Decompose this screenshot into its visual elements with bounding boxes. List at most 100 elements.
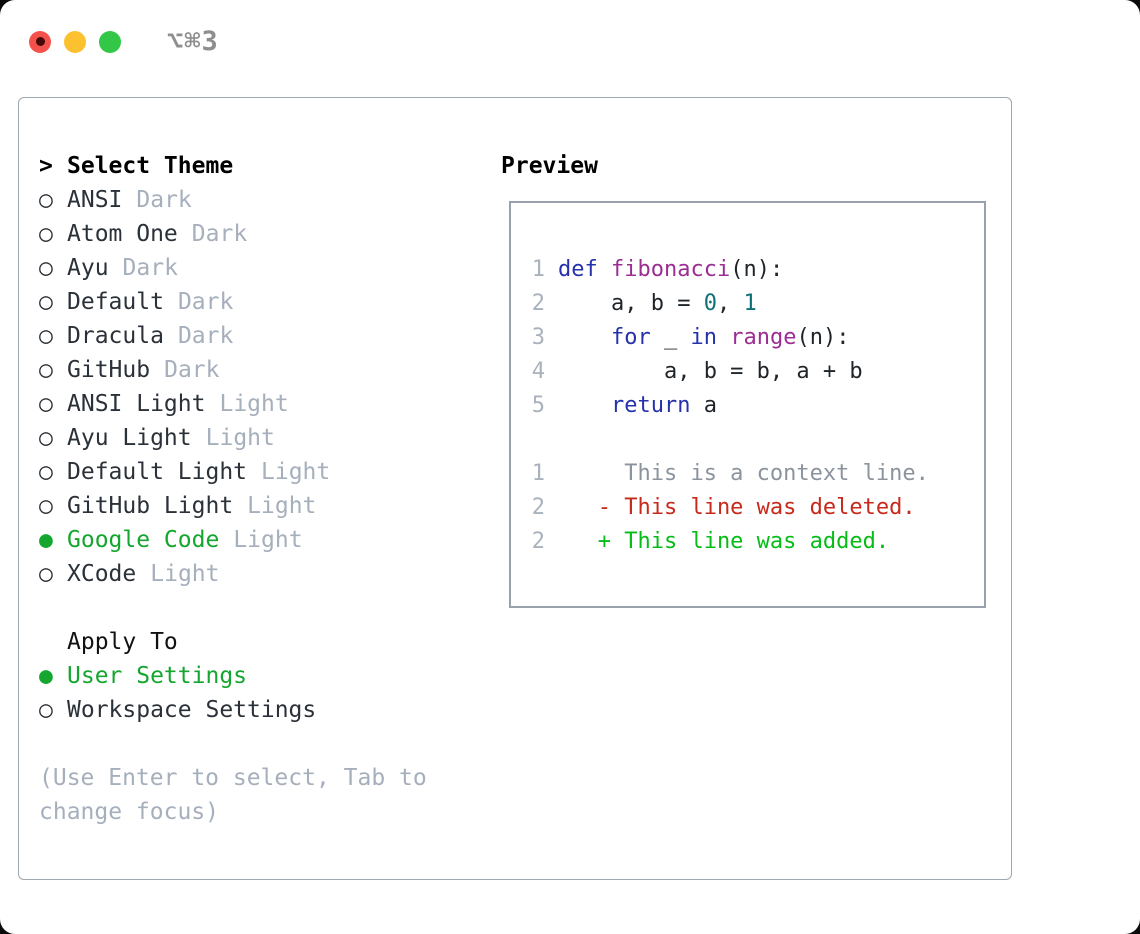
radio-unselected-icon: ○ (39, 255, 53, 281)
radio-unselected-icon: ○ (39, 391, 53, 417)
theme-variant-badge: Dark (164, 357, 220, 383)
code-line: 1 This is a context line. (531, 456, 984, 490)
code-line-content: + This line was added. (558, 529, 889, 554)
theme-variant-badge: Dark (122, 255, 178, 281)
panel-title: Select Theme (67, 153, 234, 179)
code-token-pl: a, b = (558, 290, 704, 316)
theme-variant-badge: Light (233, 527, 303, 553)
apply-option-user-settings[interactable]: ●User Settings (39, 659, 427, 693)
theme-variant-badge: Light (150, 561, 220, 587)
theme-option-google-code[interactable]: ● Google Code Light (39, 523, 427, 557)
theme-variant-badge: Dark (191, 221, 248, 247)
code-line: 4 a, b = b, a + b (531, 354, 984, 388)
radio-unselected-icon: ○ (39, 357, 53, 383)
line-number: 1 (531, 460, 545, 486)
radio-unselected-icon: ○ (39, 323, 53, 349)
theme-variant-badge: Light (247, 493, 317, 519)
code-token-add: + This line was added. (558, 528, 890, 554)
theme-variant-badge: Light (261, 459, 331, 485)
window-shortcut-label: ⌥⌘3 (167, 26, 219, 57)
code-line (531, 422, 984, 456)
code-line-content: a, b = 0, 1 (558, 291, 757, 316)
code-line: 2 + This line was added. (531, 524, 984, 558)
apply-option-label: User Settings (67, 663, 248, 689)
code-line-content: - This line was deleted. (558, 495, 916, 520)
code-token-fn: fibonacci (611, 256, 731, 282)
code-token-pl: a, b = b, a + b (558, 358, 863, 384)
theme-name: GitHub Light (67, 493, 234, 519)
radio-selected-icon: ● (39, 527, 53, 553)
theme-name: Google Code (67, 527, 220, 553)
code-token-kw: in (690, 324, 717, 350)
code-token-lit: 0 (703, 290, 717, 316)
help-line-2: change focus) (39, 799, 220, 825)
code-token-kw: def (558, 256, 598, 282)
code-line: 3 for _ in range(n): (531, 320, 984, 354)
code-line: 1 def fibonacci(n): (531, 252, 984, 286)
theme-option-xcode[interactable]: ○ XCode Light (39, 557, 427, 591)
theme-name: XCode (67, 561, 137, 587)
code-token-pl (558, 393, 611, 418)
help-text: (Use Enter to select, Tab to change focu… (39, 761, 427, 829)
theme-option-ansi-light[interactable]: ○ ANSI Light Light (39, 387, 427, 421)
code-line: 2 a, b = 0, 1 (531, 286, 984, 320)
titlebar: ⌥⌘3 (29, 26, 219, 57)
theme-name: Default (67, 289, 164, 315)
minimize-button[interactable] (64, 30, 86, 53)
apply-option-workspace-settings[interactable]: ○Workspace Settings (39, 693, 427, 727)
panel-title-row: > Select Theme (39, 149, 427, 183)
apply-to-title-row: Apply To (39, 625, 427, 659)
code-token-pl (598, 257, 611, 282)
code-token-kw: return (610, 392, 691, 418)
code-token-fn: range (730, 324, 797, 350)
help-line-1: (Use Enter to select, Tab to (39, 765, 427, 791)
theme-option-github[interactable]: ○ GitHub Dark (39, 353, 427, 387)
theme-variant-badge: Dark (177, 323, 234, 349)
apply-to-list: ●User Settings○Workspace Settings (39, 659, 427, 727)
theme-option-dracula[interactable]: ○ Dracula Dark (39, 319, 427, 353)
line-number: 2 (531, 290, 545, 316)
theme-name: GitHub (67, 357, 151, 383)
code-token-pl: a (690, 392, 717, 418)
code-line-content: for _ in range(n): (558, 325, 849, 350)
code-token-lit: 1 (743, 290, 757, 316)
theme-name: ANSI Light (67, 391, 206, 417)
theme-name: Ayu (67, 255, 109, 281)
code-token-pl (558, 325, 611, 350)
preview-title: Preview (501, 153, 598, 179)
theme-option-github-light[interactable]: ○ GitHub Light Light (39, 489, 427, 523)
selection-caret-icon: > (39, 153, 53, 179)
theme-variant-badge: Light (219, 391, 289, 417)
theme-variant-badge: Light (205, 425, 275, 451)
line-number: 3 (531, 324, 545, 350)
code-token-del: - This line was deleted. (558, 494, 916, 520)
theme-name: Dracula (67, 323, 164, 349)
code-line: 2 - This line was deleted. (531, 490, 984, 524)
code-line: 5 return a (531, 388, 984, 422)
radio-unselected-icon: ○ (39, 425, 53, 451)
line-number: 5 (531, 392, 545, 418)
theme-option-ayu[interactable]: ○ Ayu Dark (39, 251, 427, 285)
theme-variant-badge: Dark (177, 289, 234, 315)
code-token-pl: (n): (730, 256, 784, 282)
code-token-ctx: This is a context line. (558, 460, 929, 486)
code-token-pl: , (716, 290, 744, 316)
line-number: 2 (531, 528, 545, 554)
radio-unselected-icon: ○ (39, 493, 53, 519)
radio-unselected-icon: ○ (39, 561, 53, 587)
line-number: 4 (531, 358, 545, 384)
maximize-button[interactable] (99, 30, 121, 53)
line-number: 1 (531, 256, 545, 282)
close-button[interactable] (29, 30, 51, 53)
apply-option-label: Workspace Settings (67, 697, 317, 723)
